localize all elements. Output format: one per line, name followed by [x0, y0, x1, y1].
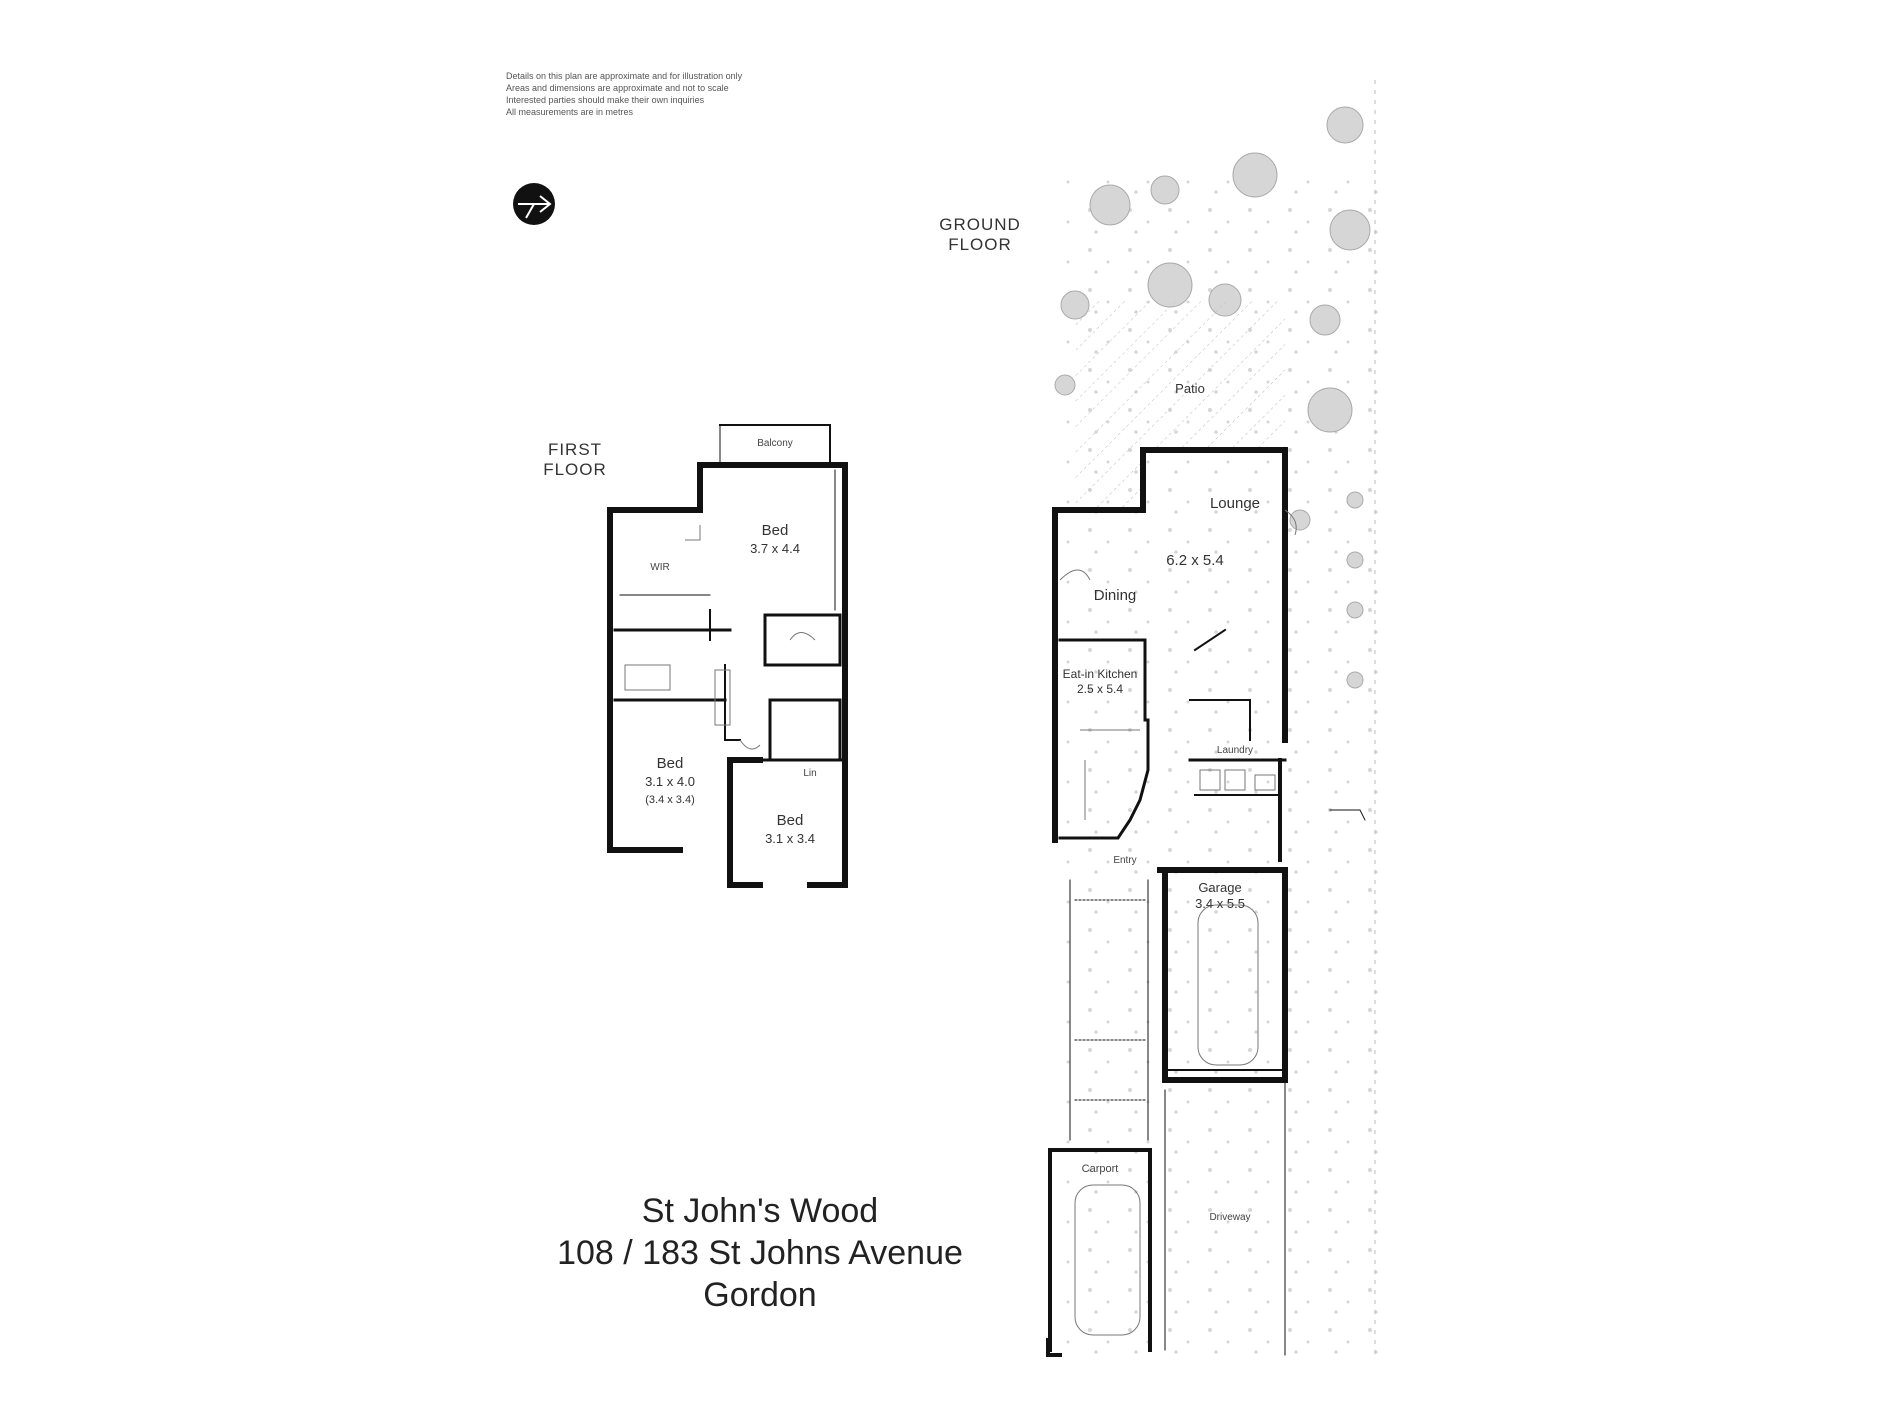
room-size: 3.1 x 3.4	[765, 831, 815, 846]
north-arrow-icon	[513, 183, 555, 225]
room-name: Bed	[776, 812, 804, 829]
room-bed-master: Bed 3.7 x 4.4	[720, 522, 830, 558]
room-size: 2.5 x 5.4	[1076, 682, 1124, 696]
caption-building: St John's Wood	[641, 1192, 879, 1230]
room-bed-3: Bed 3.1 x 3.4	[740, 812, 840, 848]
room-size: 3.1 x 4.0	[645, 774, 695, 789]
area-carport: Carport	[1081, 1163, 1119, 1175]
property-caption: St John's Wood 108 / 183 St Johns Avenue…	[540, 1190, 980, 1316]
room-entry: Entry	[1113, 855, 1137, 866]
room-kitchen: Eat-in Kitchen 2.5 x 5.4	[1060, 667, 1140, 697]
note-line: Interested parties should make their own…	[506, 95, 705, 105]
note-line: Areas and dimensions are approximate and…	[506, 83, 729, 93]
first-floor-label: FIRST FLOOR	[543, 440, 607, 479]
caption-suburb: Gordon	[703, 1276, 817, 1314]
room-laundry: Laundry	[1216, 745, 1254, 756]
room-dining: Dining	[1093, 587, 1137, 604]
area-patio: Patio	[1175, 381, 1205, 396]
room-name: Garage	[1198, 880, 1242, 895]
first-floor-walls	[607, 424, 848, 888]
room-linen: Lin	[803, 768, 817, 779]
room-size: 3.4 x 5.5	[1195, 896, 1245, 911]
ground-floor-fixtures	[1059, 509, 1297, 1336]
room-bed-2: Bed 3.1 x 4.0 (3.4 x 3.4)	[620, 755, 720, 809]
room-living-size: 6.2 x 5.4	[1166, 552, 1224, 569]
room-name: Eat-in Kitchen	[1062, 667, 1138, 681]
first-floor-fixtures	[624, 525, 816, 750]
ground-floor-label: GROUND FLOOR	[939, 215, 1021, 254]
note-line: All measurements are in metres	[506, 107, 634, 117]
note-line: Details on this plan are approximate and…	[506, 71, 743, 81]
plan-notes: Details on this plan are approximate and…	[506, 70, 742, 118]
room-name: Bed	[656, 755, 684, 772]
room-balcony: Balcony	[757, 438, 793, 449]
room-lounge: Lounge	[1209, 495, 1261, 512]
patio-hatch	[1075, 300, 1285, 510]
caption-address: 108 / 183 St Johns Avenue	[557, 1234, 963, 1272]
area-driveway: Driveway	[1209, 1212, 1251, 1223]
ground-floor-walls	[1046, 447, 1366, 1357]
room-name: Bed	[761, 522, 789, 539]
room-wir: WIR	[650, 562, 670, 573]
room-size-alt: (3.4 x 3.4)	[645, 794, 695, 806]
room-size: 3.7 x 4.4	[750, 541, 800, 556]
room-garage: Garage 3.4 x 5.5	[1170, 880, 1270, 912]
